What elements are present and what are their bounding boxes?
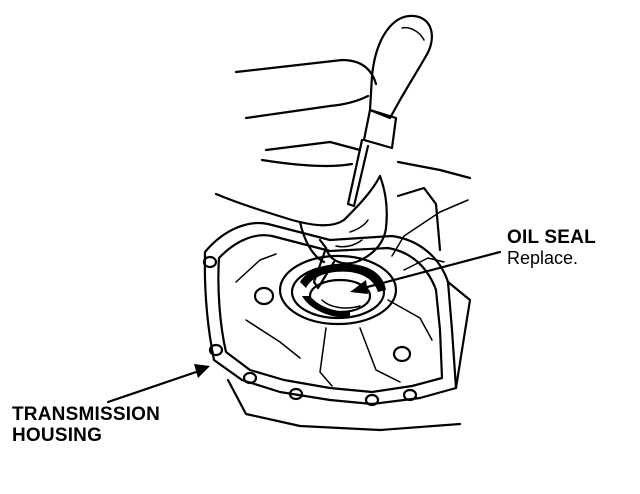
oil-seal [278,254,398,326]
chisel-icon [214,174,388,290]
oil-seal-label: OIL SEAL [507,227,596,248]
oil-seal-action: Replace. [507,247,579,268]
hammer-icon [346,14,433,208]
hand-icon [234,58,472,180]
oil-seal-callout: OIL SEAL Replace. [507,227,596,268]
housing-label-line2: HOUSING [12,424,103,446]
housing-leader [106,364,210,404]
oil-seal-leader [350,250,502,294]
housing-label-line1: TRANSMISSION [12,404,161,425]
transmission-housing-callout: TRANSMISSION HOUSING [12,404,161,446]
transmission-housing [202,186,472,432]
